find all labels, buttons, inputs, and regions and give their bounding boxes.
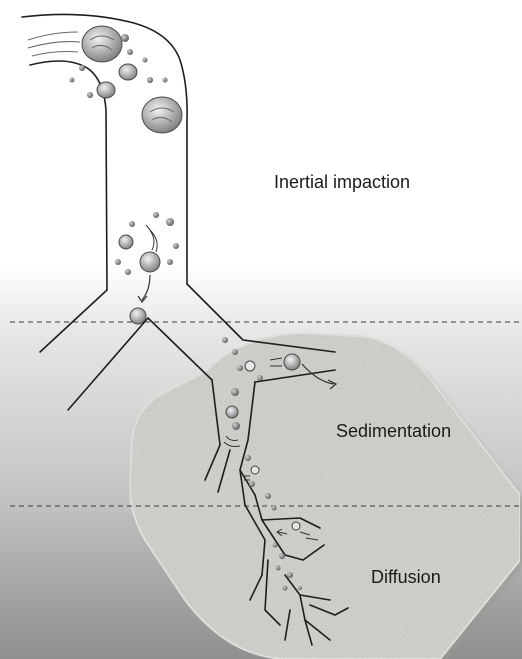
sedimentation-label: Sedimentation <box>336 421 451 442</box>
diffusion-label: Diffusion <box>371 567 441 588</box>
inertial-impaction-label: Inertial impaction <box>274 172 410 193</box>
